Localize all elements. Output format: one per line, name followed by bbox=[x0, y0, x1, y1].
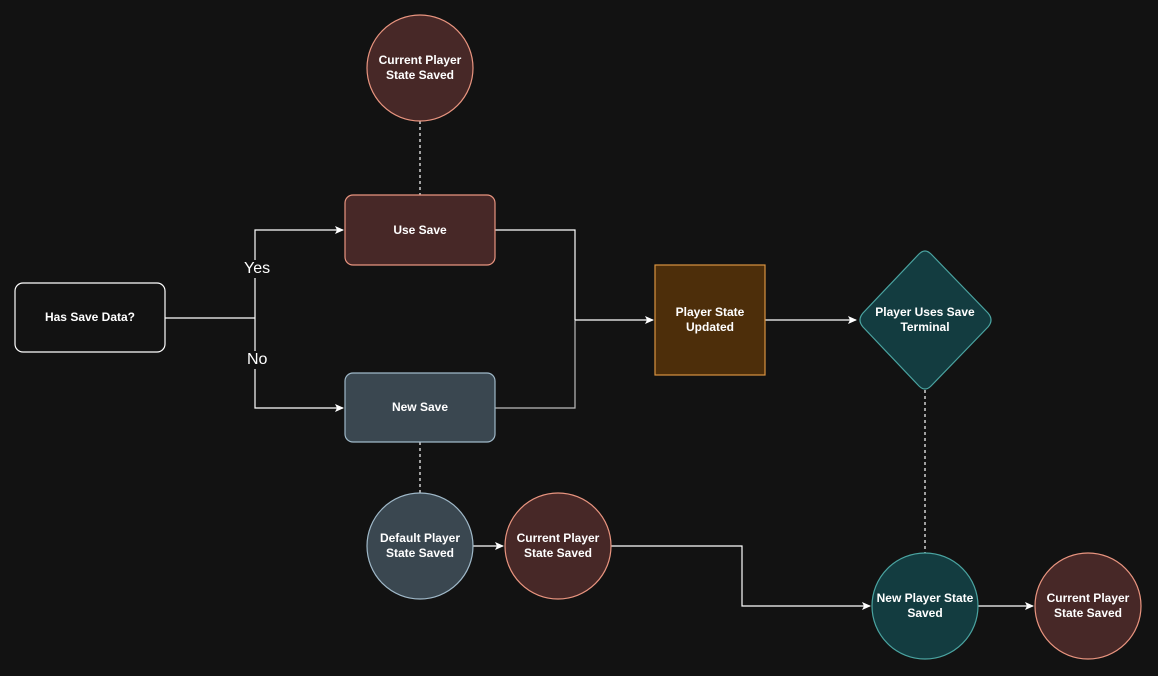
label-new-state-saved: New Player State Saved bbox=[876, 591, 974, 620]
label-current-state-right: Current Player State Saved bbox=[1046, 591, 1130, 620]
label-player-state-updated: Player State Updated bbox=[675, 305, 745, 334]
node-new-save[interactable] bbox=[344, 372, 496, 443]
edge-use-save-merge bbox=[495, 229, 576, 320]
node-new-state-saved[interactable] bbox=[871, 552, 979, 660]
edge-label-yes: Yes bbox=[244, 260, 271, 278]
label-new-save: New Save bbox=[391, 400, 449, 414]
label-has-save-data: Has Save Data? bbox=[44, 310, 136, 324]
label-current-state-top: Current Player State Saved bbox=[378, 53, 462, 82]
node-current-state-mid[interactable] bbox=[504, 492, 612, 600]
edge-current-to-new bbox=[611, 545, 871, 610]
node-current-state-top[interactable] bbox=[366, 14, 474, 122]
label-current-state-mid: Current Player State Saved bbox=[516, 531, 600, 560]
node-use-save[interactable] bbox=[344, 194, 496, 266]
node-current-state-right[interactable] bbox=[1034, 552, 1142, 660]
label-player-uses-save-terminal: Player Uses Save Terminal bbox=[875, 305, 975, 334]
edge-yes bbox=[254, 226, 344, 318]
node-has-save-data[interactable] bbox=[14, 282, 166, 353]
edge-new-save-merge bbox=[495, 320, 576, 409]
node-default-state-saved[interactable] bbox=[366, 492, 474, 600]
edge-label-no: No bbox=[247, 351, 268, 369]
node-player-uses-save-terminal[interactable] bbox=[859, 250, 992, 390]
node-player-state-updated[interactable] bbox=[654, 264, 766, 376]
edge-no bbox=[254, 318, 344, 412]
label-use-save: Use Save bbox=[393, 222, 447, 237]
label-default-state-saved: Default Player State Saved bbox=[379, 531, 461, 560]
